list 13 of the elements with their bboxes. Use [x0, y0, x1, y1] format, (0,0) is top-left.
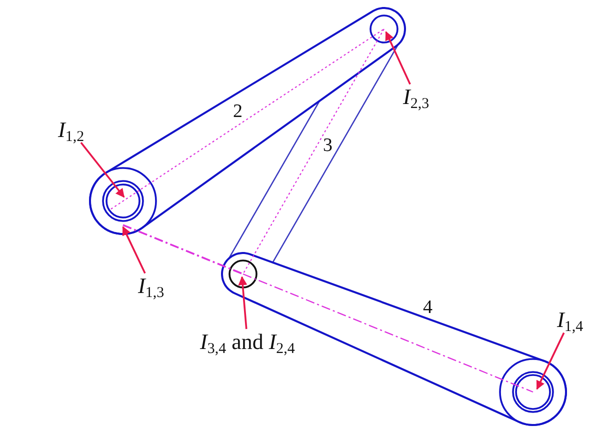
point-label: I$_{1,3}$ [138, 275, 164, 297]
point-label: I$_{1,4}$ [557, 309, 584, 331]
link-number: 3 [323, 136, 332, 155]
point-label: I$_{1,2}$ [58, 119, 84, 141]
leader-arrow [238, 276, 248, 330]
point-label: I$_{3,4}$ and I$_{2,4}$ [200, 331, 295, 353]
leader-arrow [80, 142, 125, 198]
link-number: 4 [423, 298, 432, 317]
link-number: 2 [233, 102, 242, 121]
leader-arrow [385, 31, 411, 85]
leader-arrow [536, 332, 565, 390]
leader-arrow [122, 226, 146, 274]
point-label: I$_{2,3}$ [403, 86, 430, 108]
